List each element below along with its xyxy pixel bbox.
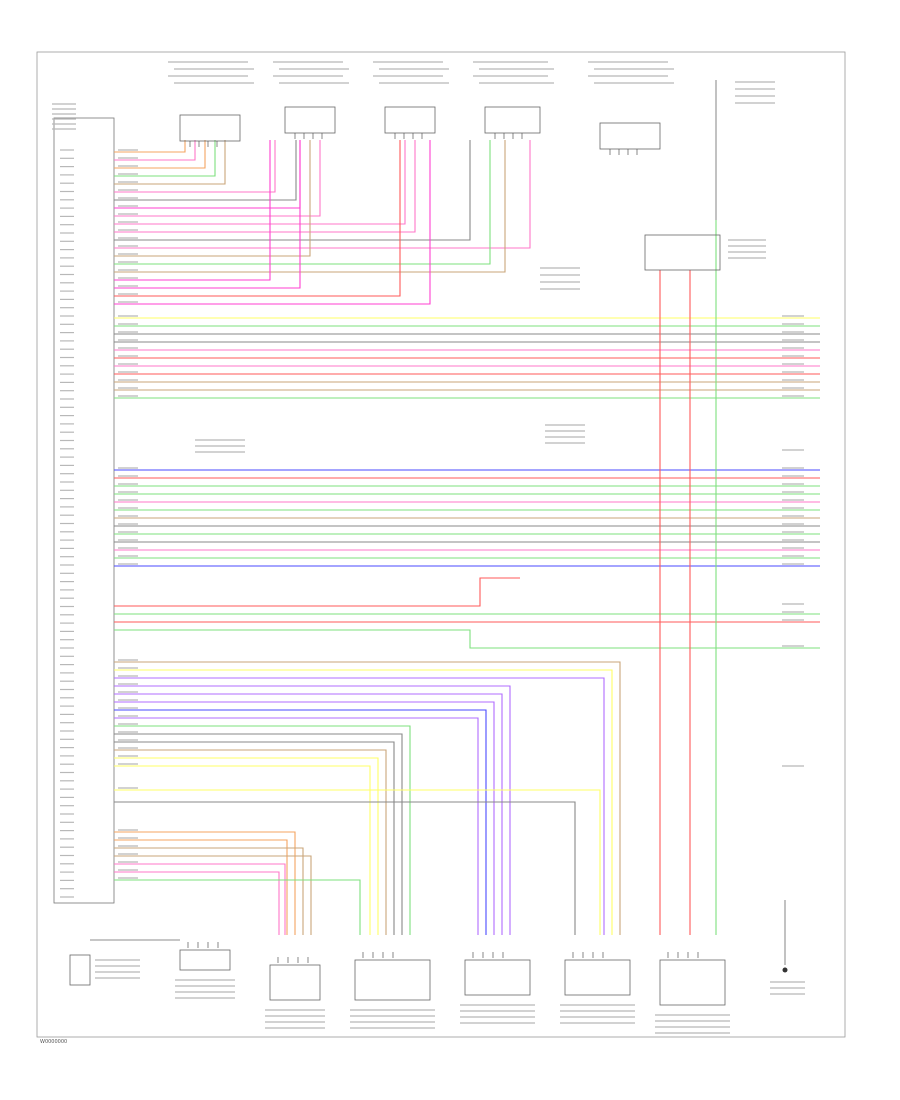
wire-down-run (114, 765, 371, 935)
wire-down-run (114, 733, 403, 935)
wire-top-run (114, 140, 401, 297)
wire-group (114, 140, 820, 935)
wire-top-run (114, 140, 311, 257)
wire-top-run (114, 140, 431, 305)
main-ecu-box (53, 117, 115, 904)
wire-down-run (114, 863, 286, 935)
top-connector-5 (599, 122, 661, 150)
wire-top-run (114, 140, 276, 193)
wire-down-run (114, 855, 312, 935)
wire-down-run (114, 725, 411, 935)
wire-down-run (114, 757, 379, 935)
wire-down-run (114, 677, 605, 935)
wire-top-run (114, 140, 271, 281)
wire-run (114, 577, 520, 607)
wire-top-run (114, 140, 226, 185)
top-connector-1 (179, 114, 241, 142)
ground-icon (782, 967, 788, 973)
wire-down-run (114, 693, 503, 935)
wire-down-run (114, 749, 387, 935)
wire-top-run (114, 140, 321, 217)
diagram-border (36, 51, 846, 1038)
bottom-component-5 (564, 959, 631, 996)
wire-top-run (114, 140, 301, 209)
wire-down-run (114, 801, 576, 935)
wire-down-run (114, 701, 495, 935)
bottom-component-2 (269, 964, 321, 1001)
label-group (52, 61, 805, 1034)
wire-top-run (114, 140, 196, 161)
wire-down-run (114, 685, 511, 935)
wire-down-run (114, 871, 280, 935)
wire-down-run (114, 879, 361, 935)
wire-down-run (114, 839, 288, 935)
wire-down-run (114, 847, 304, 935)
wire-top-run (114, 140, 406, 225)
wire-top-run (114, 140, 491, 265)
bottom-left-switch (69, 954, 91, 986)
wire-down-run (114, 661, 621, 935)
wire-top-run (114, 140, 416, 233)
wire-top-run (114, 140, 506, 273)
wire-top-run (114, 140, 531, 249)
wire-down-run (114, 669, 613, 935)
wire-down-run (114, 709, 487, 935)
top-connector-4 (484, 106, 541, 134)
wire-down-run (114, 831, 296, 935)
top-connector-3 (384, 106, 436, 134)
wire-top-run (114, 140, 297, 201)
wire-top-run (114, 140, 301, 289)
bottom-component-1 (179, 949, 231, 971)
bottom-component-4 (464, 959, 531, 996)
wire-down-run (114, 789, 601, 935)
wire-top-run (114, 140, 216, 177)
wire-down-run (114, 741, 395, 935)
relay-box (644, 234, 721, 271)
top-connector-2 (284, 106, 336, 134)
component-group (69, 80, 788, 1006)
wire-top-run (114, 140, 206, 169)
footer-code: W0000000 (40, 1039, 67, 1045)
wire-down-run (114, 717, 479, 935)
wire-top-run (114, 140, 186, 153)
wire-run (114, 629, 820, 649)
bottom-component-6 (659, 959, 726, 1006)
wire-top-run (114, 140, 471, 241)
bottom-component-3 (354, 959, 431, 1001)
